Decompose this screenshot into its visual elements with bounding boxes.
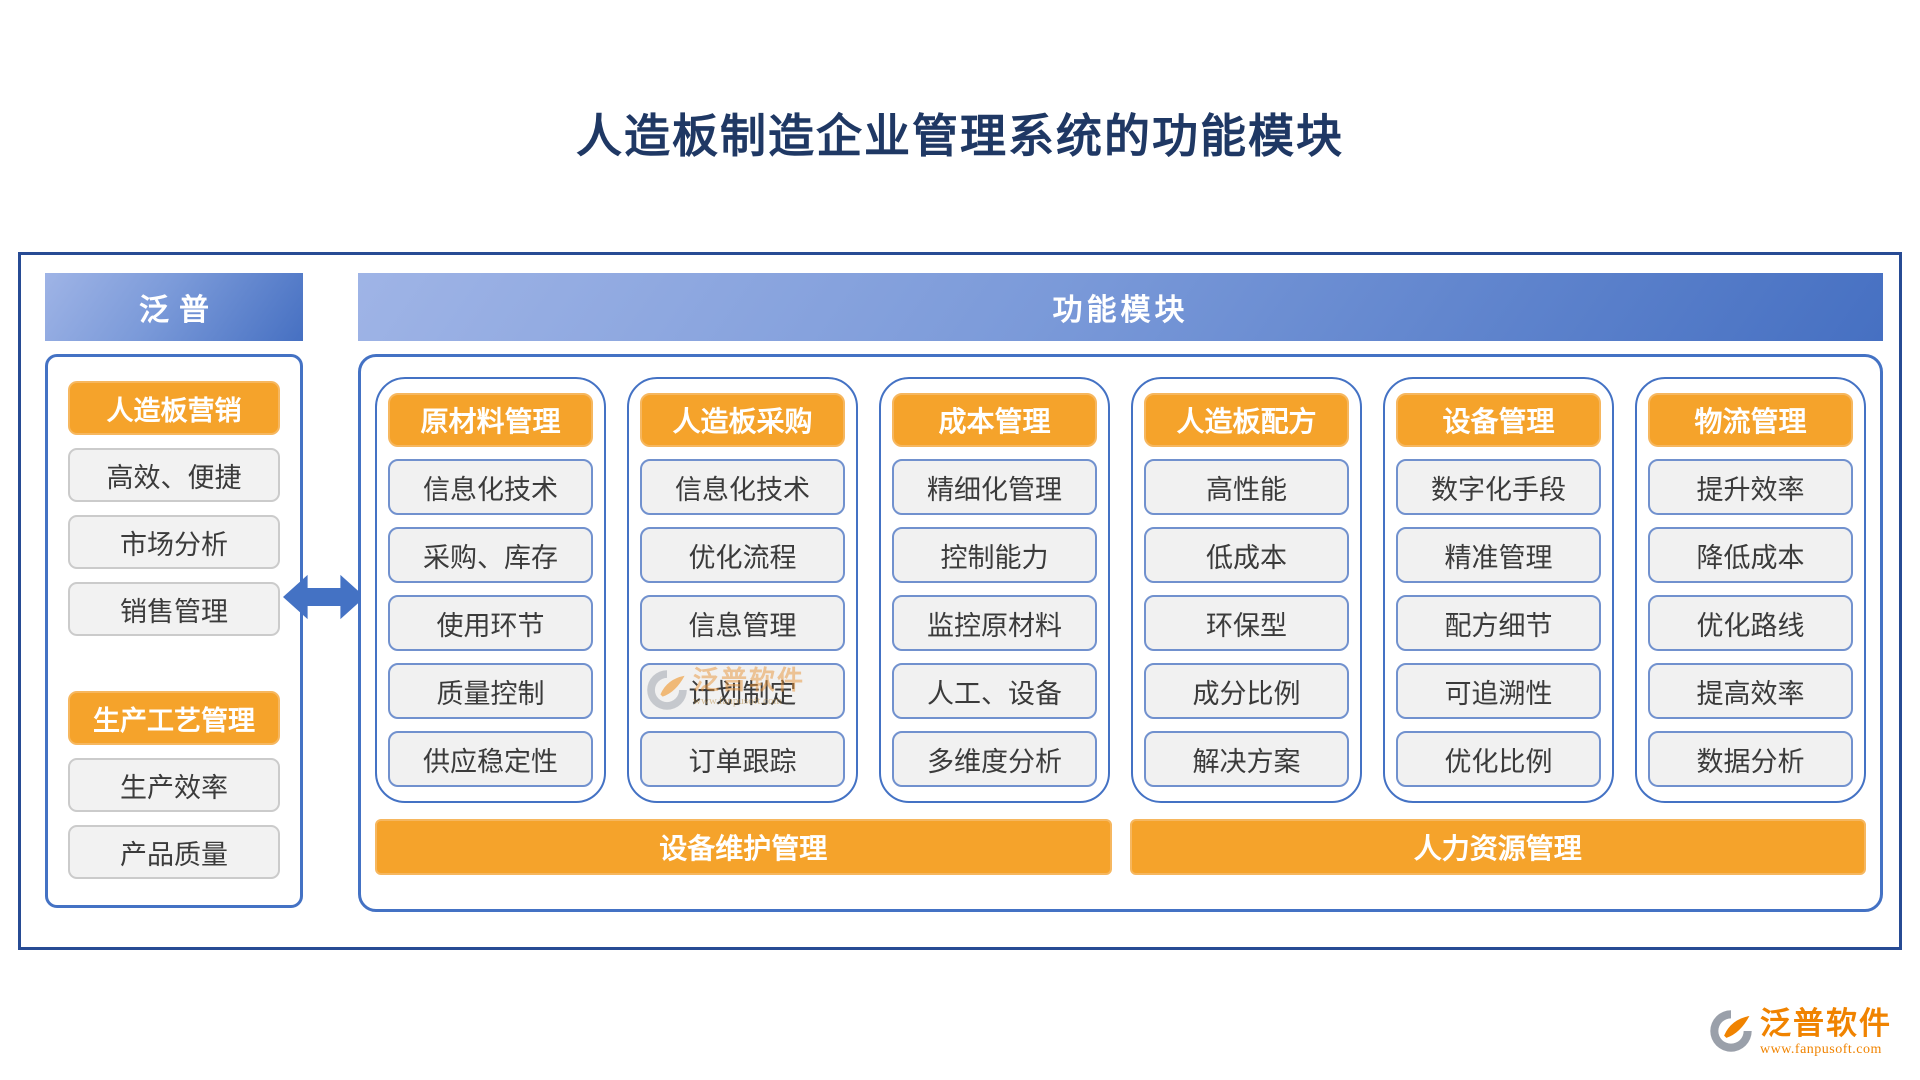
module-header: 原材料管理: [388, 393, 593, 447]
sidebar-header: 泛普: [45, 273, 303, 341]
module-item: 信息化技术: [388, 459, 593, 515]
module-header: 设备管理: [1396, 393, 1601, 447]
module-columns: 原材料管理 信息化技术 采购、库存 使用环节 质量控制 供应稳定性 人造板采购 …: [375, 377, 1866, 803]
bottom-bar-equipment-maintenance: 设备维护管理: [375, 819, 1112, 875]
sidebar-item-sales-management: 销售管理: [68, 582, 280, 636]
module-item: 优化路线: [1648, 595, 1853, 651]
module-column-raw-material: 原材料管理 信息化技术 采购、库存 使用环节 质量控制 供应稳定性: [375, 377, 606, 803]
module-item: 解决方案: [1144, 731, 1349, 787]
module-item: 监控原材料: [892, 595, 1097, 651]
module-item: 数据分析: [1648, 731, 1853, 787]
module-column-formula: 人造板配方 高性能 低成本 环保型 成分比例 解决方案: [1131, 377, 1362, 803]
module-item: 信息化技术: [640, 459, 845, 515]
module-item: 多维度分析: [892, 731, 1097, 787]
module-item: 质量控制: [388, 663, 593, 719]
module-item: 供应稳定性: [388, 731, 593, 787]
sidebar-item-market-analysis: 市场分析: [68, 515, 280, 569]
module-item: 计划制定: [640, 663, 845, 719]
module-item: 高性能: [1144, 459, 1349, 515]
sidebar-item-efficient: 高效、便捷: [68, 448, 280, 502]
module-header: 人造板配方: [1144, 393, 1349, 447]
module-item: 优化流程: [640, 527, 845, 583]
bottom-bar-human-resources: 人力资源管理: [1129, 819, 1866, 875]
module-header: 物流管理: [1648, 393, 1853, 447]
fanpu-logo-icon: [1710, 1010, 1752, 1052]
bottom-bars: 设备维护管理 人力资源管理: [375, 819, 1866, 875]
module-column-procurement: 人造板采购 信息化技术 优化流程 信息管理 计划制定 订单跟踪: [627, 377, 858, 803]
sidebar-item-product-quality: 产品质量: [68, 825, 280, 879]
module-item: 低成本: [1144, 527, 1349, 583]
module-item: 降低成本: [1648, 527, 1853, 583]
diagram-container: 泛普 人造板营销 高效、便捷 市场分析 销售管理 生产工艺管理 生产效率 产品质…: [18, 252, 1902, 950]
module-column-logistics: 物流管理 提升效率 降低成本 优化路线 提高效率 数据分析: [1635, 377, 1866, 803]
sidebar-group-box: 人造板营销 高效、便捷 市场分析 销售管理 生产工艺管理 生产效率 产品质量: [45, 354, 303, 908]
module-column-equipment: 设备管理 数字化手段 精准管理 配方细节 可追溯性 优化比例: [1383, 377, 1614, 803]
page-title: 人造板制造企业管理系统的功能模块: [576, 111, 1344, 162]
module-item: 配方细节: [1396, 595, 1601, 651]
sidebar-item-marketing: 人造板营销: [68, 381, 280, 435]
module-item: 精细化管理: [892, 459, 1097, 515]
module-header: 人造板采购: [640, 393, 845, 447]
module-item: 提升效率: [1648, 459, 1853, 515]
module-item: 优化比例: [1396, 731, 1601, 787]
module-panel: 原材料管理 信息化技术 采购、库存 使用环节 质量控制 供应稳定性 人造板采购 …: [358, 354, 1883, 912]
module-item: 精准管理: [1396, 527, 1601, 583]
module-item: 可追溯性: [1396, 663, 1601, 719]
module-column-cost: 成本管理 精细化管理 控制能力 监控原材料 人工、设备 多维度分析: [879, 377, 1110, 803]
fanpu-brand-text: 泛普软件: [1760, 1006, 1892, 1041]
module-item: 订单跟踪: [640, 731, 845, 787]
module-item: 数字化手段: [1396, 459, 1601, 515]
sidebar: 泛普 人造板营销 高效、便捷 市场分析 销售管理 生产工艺管理 生产效率 产品质…: [45, 273, 303, 908]
bidirectional-arrow-icon: [283, 563, 365, 631]
main-area: 功能模块 原材料管理 信息化技术 采购、库存 使用环节 质量控制 供应稳定性 人…: [358, 273, 1883, 912]
fanpu-logo: 泛普软件 www.fanpusoft.com: [1708, 1008, 1892, 1057]
module-item: 信息管理: [640, 595, 845, 651]
module-item: 提高效率: [1648, 663, 1853, 719]
module-item: 环保型: [1144, 595, 1349, 651]
sidebar-item-production-process: 生产工艺管理: [68, 691, 280, 745]
fanpu-url-text: www.fanpusoft.com: [1760, 1042, 1882, 1057]
main-header: 功能模块: [358, 273, 1883, 341]
sidebar-item-production-efficiency: 生产效率: [68, 758, 280, 812]
module-item: 人工、设备: [892, 663, 1097, 719]
module-item: 采购、库存: [388, 527, 593, 583]
module-item: 控制能力: [892, 527, 1097, 583]
module-header: 成本管理: [892, 393, 1097, 447]
module-item: 使用环节: [388, 595, 593, 651]
module-item: 成分比例: [1144, 663, 1349, 719]
